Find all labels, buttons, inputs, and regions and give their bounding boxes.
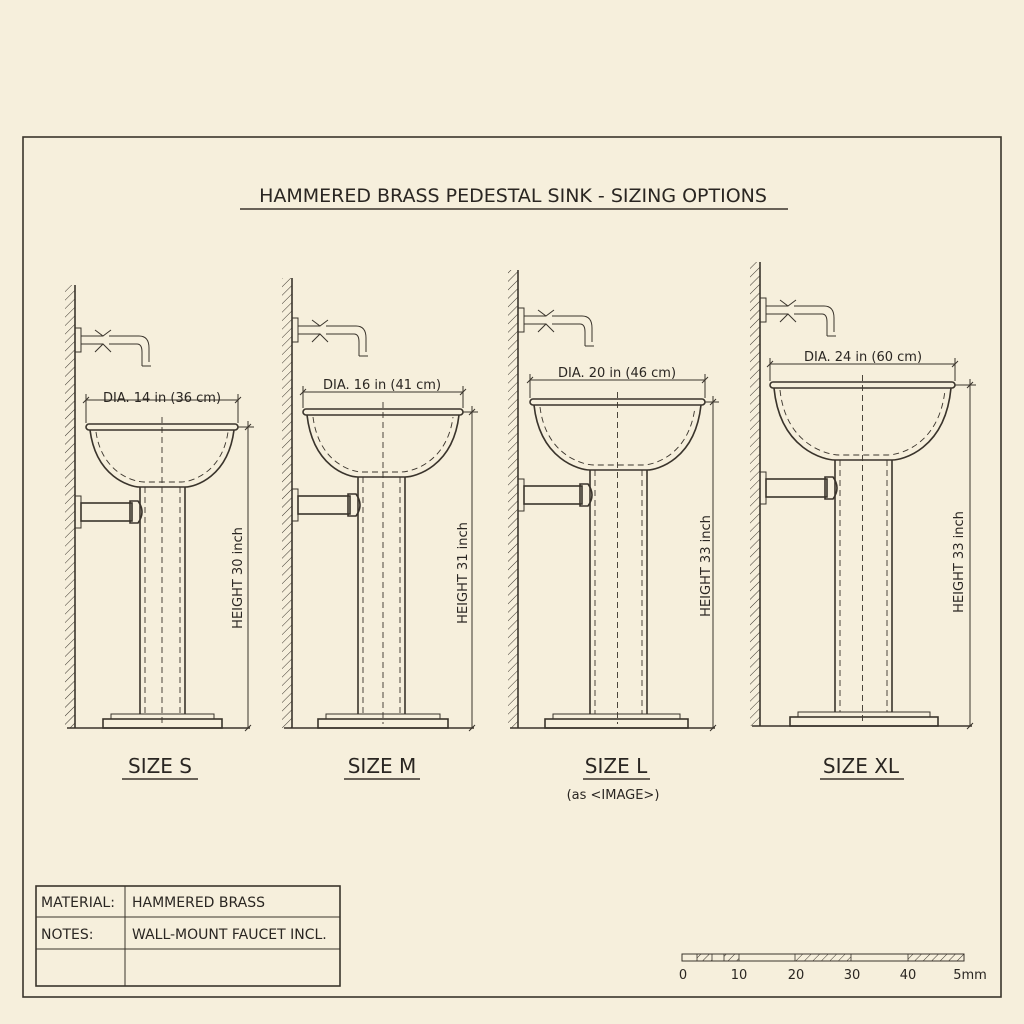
- spec-table: MATERIAL: HAMMERED BRASS NOTES: WALL-MOU…: [35, 885, 341, 987]
- sink-xl: [750, 262, 976, 730]
- pedestal-inner: [839, 460, 888, 712]
- size-label-m: SIZE M: [348, 754, 417, 778]
- diameter-label-xl: DIA. 24 in (60 cm): [804, 350, 922, 365]
- diameter-dim-ticks: [82, 394, 242, 423]
- bowl: [533, 404, 702, 471]
- drain-pipe: [297, 495, 351, 515]
- bowl: [89, 429, 235, 488]
- height-dim-ticks: [238, 423, 254, 732]
- faucet-spout: [552, 315, 593, 346]
- material-label: MATERIAL:: [41, 895, 115, 911]
- bowl: [773, 387, 952, 461]
- wall-hatch: [282, 278, 292, 728]
- base-plinth: [102, 718, 223, 729]
- faucet-spout: [326, 325, 367, 356]
- height-label-l: HEIGHT 33 inch: [699, 515, 714, 617]
- faucet-stem: [524, 315, 546, 325]
- wall-hatch: [750, 262, 760, 726]
- size-l-note: (as <IMAGE>): [567, 788, 660, 803]
- size-label-l: SIZE L: [585, 754, 648, 778]
- drain-pipe: [80, 502, 133, 522]
- diameter-label-l: DIA. 20 in (46 cm): [558, 366, 676, 381]
- bowl-inner: [539, 406, 696, 466]
- size-label-xl: SIZE XL: [823, 754, 900, 778]
- diameter-dim-ticks: [766, 358, 959, 381]
- pedestal: [834, 460, 893, 712]
- pedestal: [139, 487, 186, 714]
- notes-label: NOTES:: [41, 927, 94, 943]
- scale-tick-end: 5mm: [953, 968, 987, 983]
- drain-trap: [347, 493, 361, 517]
- faucet-stem: [766, 305, 788, 315]
- faucet-flange: [74, 327, 82, 353]
- sink-drawings: [65, 262, 976, 732]
- base-plinth: [544, 718, 689, 729]
- diameter-label-s: DIA. 14 in (36 cm): [103, 391, 221, 406]
- drain-trap: [129, 500, 143, 524]
- faucet-stem: [81, 335, 103, 345]
- height-dim-ticks: [705, 398, 719, 732]
- sink-labels: SIZE S SIZE M SIZE L (as <IMAGE>) SIZE X…: [122, 754, 904, 803]
- height-label-s: HEIGHT 30 inch: [231, 527, 246, 629]
- scale-tick-10: 10: [731, 968, 748, 983]
- scale-tick-0: 0: [679, 968, 687, 983]
- scale-tick-20: 20: [788, 968, 805, 983]
- base-plinth: [317, 718, 449, 729]
- height-dim-ticks: [955, 381, 976, 730]
- sink-m: [282, 278, 478, 732]
- base-plinth: [789, 716, 939, 727]
- diameter-dim-ticks: [299, 386, 467, 408]
- scale-bar: 0 10 20 30 40 5mm: [679, 953, 987, 983]
- faucet-handle-icon: [311, 319, 329, 343]
- diameter-label-m: DIA. 16 in (41 cm): [323, 378, 441, 393]
- material-value: HAMMERED BRASS: [132, 895, 265, 911]
- dimension-labels: DIA. 14 in (36 cm) DIA. 16 in (41 cm) DI…: [103, 350, 967, 629]
- bowl-inner: [779, 389, 946, 456]
- faucet-flange: [517, 307, 525, 333]
- drawing-border: [22, 136, 1002, 998]
- sink-s: [65, 285, 254, 732]
- drain-pipe: [523, 485, 583, 505]
- diameter-dim-ticks: [526, 374, 709, 398]
- pedestal-inner: [144, 487, 181, 714]
- pedestal: [357, 477, 406, 714]
- drain-pipe: [765, 478, 828, 498]
- faucet-flange: [759, 297, 767, 323]
- bowl-inner: [95, 431, 229, 483]
- drain-trap: [824, 476, 838, 500]
- height-label-m: HEIGHT 31 inch: [456, 522, 471, 624]
- size-label-s: SIZE S: [128, 754, 192, 778]
- notes-value: WALL-MOUNT FAUCET INCL.: [132, 927, 327, 943]
- height-label-xl: HEIGHT 33 inch: [952, 511, 967, 613]
- scale-tick-30: 30: [844, 968, 861, 983]
- bowl-inner: [312, 416, 454, 473]
- faucet-handle-icon: [779, 299, 797, 323]
- height-dim-ticks: [463, 408, 478, 732]
- faucet-stem: [298, 325, 320, 335]
- drain-trap: [579, 483, 593, 507]
- sink-l: [508, 270, 719, 732]
- scale-tick-40: 40: [900, 968, 917, 983]
- pedestal: [589, 470, 648, 714]
- drawing-title: HAMMERED BRASS PEDESTAL SINK - SIZING OP…: [259, 185, 767, 207]
- faucet-handle-icon: [94, 329, 112, 353]
- faucet-spout: [109, 335, 150, 366]
- faucet-handle-icon: [537, 309, 555, 333]
- faucet-flange: [291, 317, 299, 343]
- faucet-spout: [794, 305, 835, 336]
- wall-hatch: [508, 270, 518, 728]
- wall-hatch: [65, 285, 75, 728]
- pedestal-inner: [594, 470, 643, 714]
